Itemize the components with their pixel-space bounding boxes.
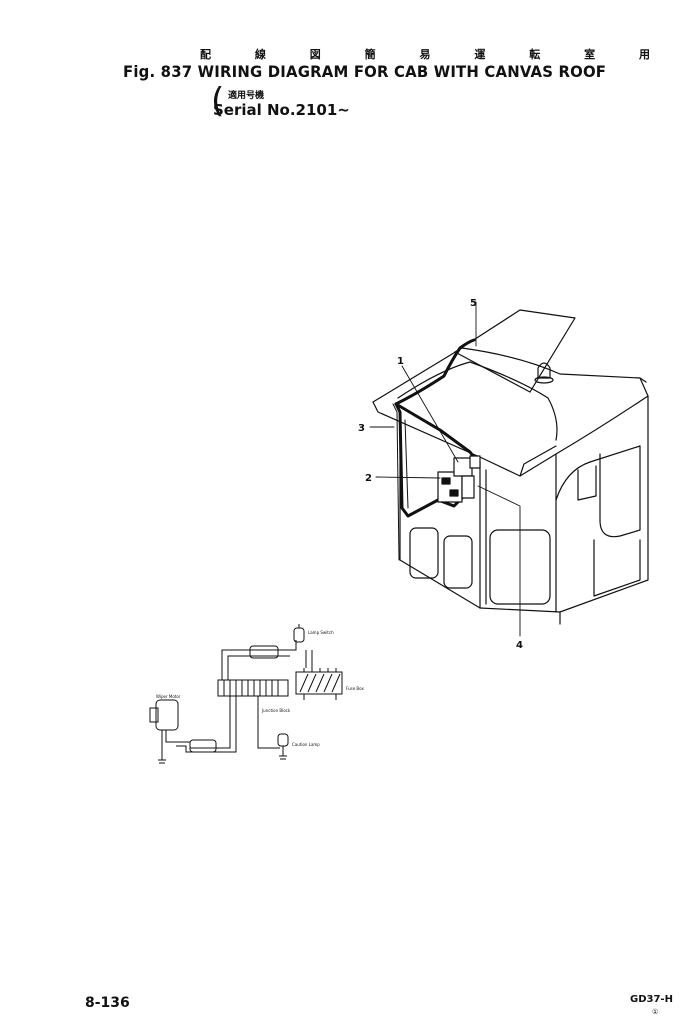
- caution-lamp-symbol: [257, 696, 289, 760]
- jp-title-char: 転: [529, 48, 541, 61]
- callout-4: 4: [516, 640, 523, 651]
- figure-title: Fig. 837 WIRING DIAGRAM FOR CAB WITH CAN…: [123, 62, 607, 81]
- serial-jp-label: 適用号機: [228, 91, 265, 101]
- callout-2: 2: [365, 473, 372, 484]
- callout-3: 3: [358, 423, 365, 434]
- cab-rear: [559, 377, 647, 625]
- callout-leaders: [369, 301, 521, 637]
- serial-label: Serial No.2101~: [213, 101, 350, 119]
- left-bracket: (: [211, 81, 225, 121]
- wiring-harness-thin: [392, 403, 409, 561]
- japanese-title: 配 線 図 簡 易 運 転 室 用: [200, 46, 650, 62]
- jp-title-char: 図: [309, 48, 321, 61]
- junction-block-label: Junction Block: [261, 708, 291, 713]
- switch-box: [437, 455, 481, 503]
- fuse-box-label: Fuse Box: [346, 686, 365, 691]
- jp-title-char: 運: [474, 48, 486, 61]
- jp-title-char: 用: [639, 48, 650, 61]
- model-code: GD37-H: [630, 994, 673, 1005]
- lamp-switch-label: Lamp Switch: [308, 630, 334, 635]
- junction-block-symbol: [217, 679, 289, 697]
- jp-title-char: 簡: [364, 48, 376, 61]
- beacon-lamp: [534, 362, 554, 384]
- jp-title-char: 線: [254, 48, 266, 61]
- caution-lamp-label: Caution Lamp: [292, 742, 320, 747]
- jp-title-char: 室: [584, 48, 596, 61]
- wiper-motor-label: Wiper Motor: [156, 694, 181, 699]
- page-number: 8-136: [85, 995, 130, 1011]
- fuse-box-symbol: [295, 668, 343, 700]
- sub-mark: ①: [652, 1008, 659, 1016]
- callout-5: 5: [470, 298, 477, 309]
- lamp-switch-symbol: [293, 624, 305, 643]
- canvas-roof: [454, 309, 576, 393]
- jp-title-char: 易: [419, 48, 431, 61]
- callout-1: 1: [397, 356, 404, 367]
- circuit-schematic: [149, 624, 343, 764]
- wiper-motor-symbol: [149, 699, 179, 764]
- jp-title-char: 配: [200, 48, 211, 61]
